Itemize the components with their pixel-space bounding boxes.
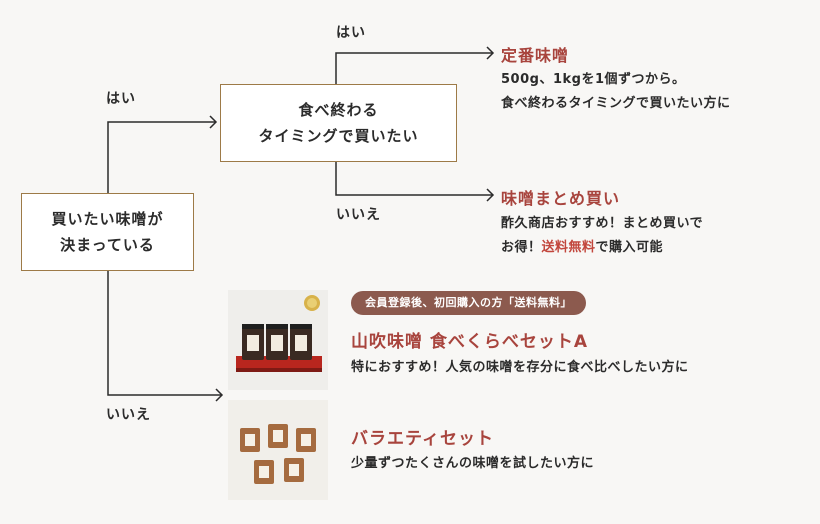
product-variety-set-desc: 少量ずつたくさんの味噌を試したい方に bbox=[351, 456, 595, 471]
start-question-line1: 買いたい味噌が bbox=[51, 210, 164, 228]
miso-jars-image bbox=[236, 295, 322, 372]
start-question-box: 買いたい味噌が 決まっている bbox=[21, 193, 194, 271]
connector-yes-1 bbox=[107, 121, 216, 193]
product-variety-set-image[interactable] bbox=[228, 400, 328, 500]
product-variety-set-link[interactable]: バラエティセット bbox=[351, 429, 494, 449]
arrowhead bbox=[209, 115, 218, 129]
connector-no-1 bbox=[107, 271, 222, 396]
option-bulk-buy-desc: 酢久商店おすすめ！まとめ買いで お得！送料無料で購入可能 bbox=[501, 212, 703, 260]
product-tasting-set-desc: 特におすすめ！人気の味噌を存分に食べ比べしたい方に bbox=[351, 360, 689, 375]
connector-yes-2 bbox=[335, 52, 493, 84]
product-tasting-set-link[interactable]: 山吹味噌 食べくらべセットA bbox=[351, 332, 589, 352]
timing-question-line2: タイミングで買いたい bbox=[258, 127, 419, 145]
free-shipping-highlight: 送料無料 bbox=[541, 240, 596, 255]
arrowhead bbox=[486, 188, 495, 202]
arrowhead bbox=[486, 46, 495, 60]
desc-text: で購入可能 bbox=[595, 240, 664, 255]
connector-no-2 bbox=[335, 162, 493, 196]
start-question-line2: 決まっている bbox=[60, 236, 155, 254]
miso-packs-image bbox=[228, 400, 328, 500]
label-yes-1: はい bbox=[106, 91, 136, 107]
option-standard-miso-desc-line2: 食べ終わるタイミングで買いたい方に bbox=[501, 96, 731, 111]
label-yes-2: はい bbox=[336, 25, 366, 41]
label-no-1: いいえ bbox=[106, 407, 151, 423]
free-shipping-badge: 会員登録後、初回購入の方「送料無料」 bbox=[351, 291, 586, 315]
option-bulk-buy-desc-line2: お得！送料無料で購入可能 bbox=[501, 236, 703, 260]
timing-question-box: 食べ終わる タイミングで買いたい bbox=[220, 84, 457, 162]
option-bulk-buy-link[interactable]: 味噌まとめ買い bbox=[501, 189, 621, 208]
label-no-2: いいえ bbox=[336, 207, 381, 223]
option-bulk-buy-desc-line1: 酢久商店おすすめ！まとめ買いで bbox=[501, 216, 704, 231]
option-standard-miso-desc-line1: 500g、1kgを1個ずつから。 bbox=[501, 72, 686, 87]
desc-text: お得！ bbox=[501, 240, 542, 255]
arrowhead bbox=[215, 388, 224, 402]
timing-question-line1: 食べ終わる bbox=[298, 101, 379, 119]
option-standard-miso-desc: 500g、1kgを1個ずつから。 食べ終わるタイミングで買いたい方に bbox=[501, 68, 731, 116]
option-standard-miso-link[interactable]: 定番味噌 bbox=[501, 46, 570, 65]
product-tasting-set-image[interactable] bbox=[228, 290, 328, 390]
